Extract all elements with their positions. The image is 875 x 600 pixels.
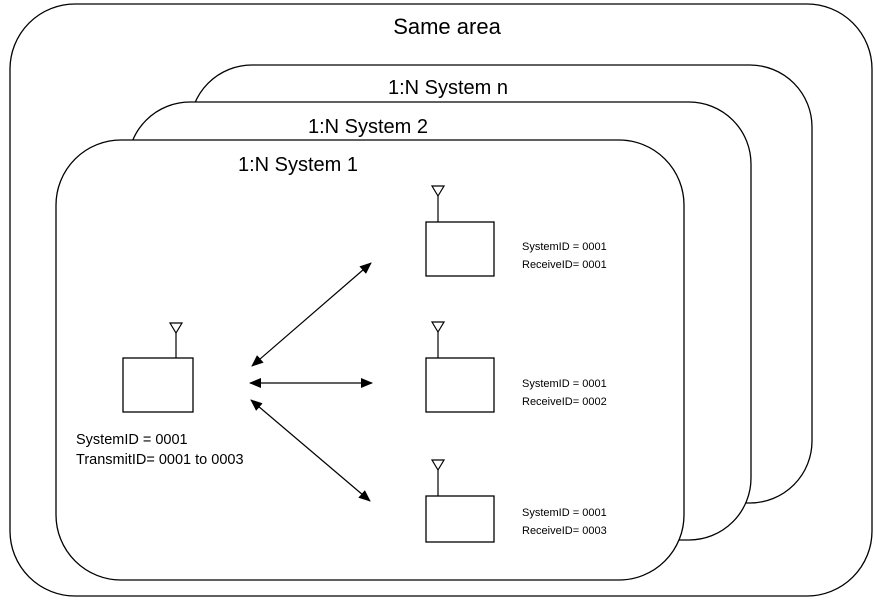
- antenna-icon: [430, 459, 446, 496]
- link-to-receiver-3: [250, 399, 371, 502]
- same-area-title: Same area: [393, 14, 501, 39]
- receiver-1-device: [425, 185, 495, 277]
- receiver-1-box: [425, 221, 495, 277]
- receiver-1-system-id: SystemID = 0001: [522, 241, 607, 253]
- receiver-1-receive-id: ReceiveID= 0001: [522, 259, 607, 271]
- receiver-2-device: [425, 321, 495, 413]
- receiver-3-device: [425, 459, 495, 543]
- transmitter-device: [122, 322, 194, 413]
- antenna-icon: [430, 321, 446, 358]
- receiver-2-receive-id: ReceiveID= 0002: [522, 396, 607, 408]
- transmitter-box: [122, 357, 194, 413]
- system-2-title: 1:N System 2: [308, 116, 428, 138]
- receiver-2-system-id: SystemID = 0001: [522, 378, 607, 390]
- system-1-title: 1:N System 1: [238, 154, 358, 176]
- antenna-icon: [168, 322, 184, 358]
- receiver-3-system-id: SystemID = 0001: [522, 507, 607, 519]
- system-n-title: 1:N System n: [388, 77, 508, 99]
- receiver-2-box: [425, 357, 495, 413]
- transmitter-system-id: SystemID = 0001: [76, 432, 188, 448]
- link-to-receiver-1: [251, 262, 372, 367]
- receiver-3-receive-id: ReceiveID= 0003: [522, 525, 607, 537]
- antenna-icon: [430, 185, 446, 222]
- receiver-3-box: [425, 495, 495, 543]
- transmitter-transmit-id: TransmitID= 0001 to 0003: [76, 452, 244, 468]
